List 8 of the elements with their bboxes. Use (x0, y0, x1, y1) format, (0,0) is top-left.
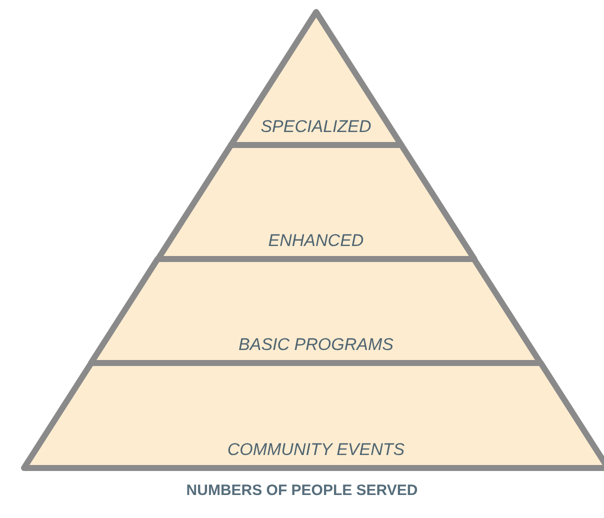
pyramid-tier (91, 259, 541, 363)
pyramid-tier (24, 363, 604, 468)
pyramid-tier (158, 145, 474, 259)
tier-label: ENHANCED (268, 231, 364, 251)
tier-label: BASIC PROGRAMS (238, 335, 394, 355)
tier-label: SPECIALIZED (260, 117, 372, 137)
tier-label: COMMUNITY EVENTS (227, 440, 405, 460)
caption: NUMBERS OF PEOPLE SERVED (186, 482, 418, 499)
